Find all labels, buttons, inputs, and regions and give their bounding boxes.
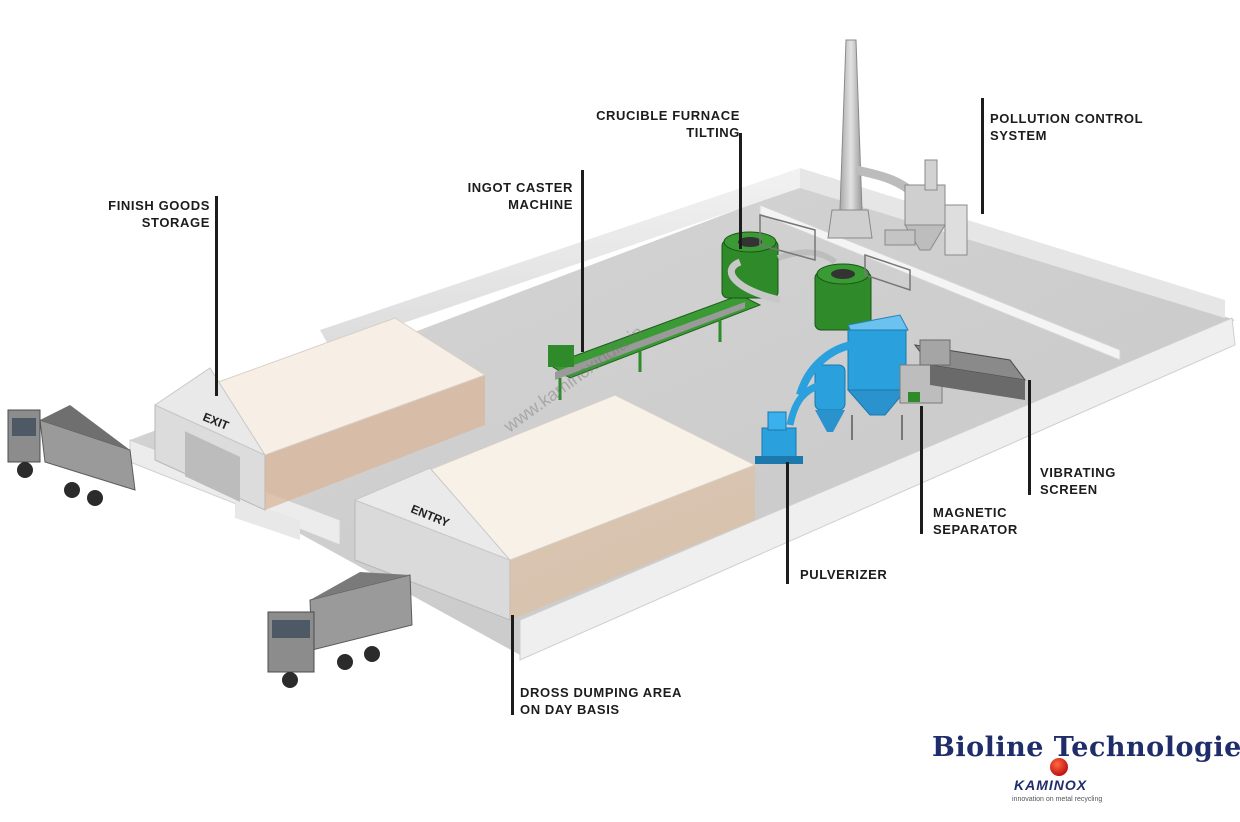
- label-finish-goods-storage: FINISH GOODS STORAGE: [90, 197, 210, 231]
- leader-magnetic: [920, 406, 923, 534]
- label-finish-line2: STORAGE: [141, 215, 210, 230]
- leader-vibrating: [1028, 380, 1031, 495]
- label-crucible-line2: TILTING: [686, 125, 740, 140]
- label-crucible-furnace-tilting: CRUCIBLE FURNACE TILTING: [582, 107, 740, 141]
- label-pollution-control-system: POLLUTION CONTROL SYSTEM: [990, 110, 1143, 144]
- vibrating-screen: [913, 339, 1027, 400]
- label-pulverizer: PULVERIZER: [800, 566, 887, 583]
- label-pollution-line2: SYSTEM: [990, 128, 1048, 143]
- exit-shed: EXIT: [153, 317, 487, 511]
- leader-crucible: [739, 133, 742, 249]
- leader-pulverizer: [786, 462, 789, 584]
- kaminox-logo-text: KAMINOX: [1014, 777, 1088, 793]
- crucible-furnaces: [721, 214, 911, 331]
- label-ingot-caster-machine: INGOT CASTER MACHINE: [440, 179, 573, 213]
- label-magnetic-separator: MAGNETIC SEPARATOR: [933, 504, 1018, 538]
- label-vibrating-screen: VIBRATING SCREEN: [1040, 464, 1116, 498]
- label-ingot-line2: MACHINE: [508, 197, 573, 212]
- pollution-control-system: [827, 39, 968, 256]
- leader-finish: [215, 196, 218, 396]
- label-ingot-line1: INGOT CASTER: [467, 180, 573, 195]
- label-pollution-line1: POLLUTION CONTROL: [990, 111, 1144, 126]
- label-dross-dumping-area: DROSS DUMPING AREA ON DAY BASIS: [520, 684, 682, 718]
- label-pulverizer-line1: PULVERIZER: [800, 567, 888, 582]
- label-vibrating-line1: VIBRATING: [1040, 465, 1116, 480]
- truck-exit: [7, 405, 136, 506]
- leader-ingot: [581, 170, 584, 352]
- kaminox-logo-icon: [1050, 758, 1068, 776]
- label-crucible-line1: CRUCIBLE FURNACE: [596, 108, 740, 123]
- truck-entry: [267, 572, 413, 688]
- brand-tagline: innovation on metal recycling: [1012, 796, 1103, 803]
- entry-shed: ENTRY: [353, 394, 757, 621]
- label-dross-line2: ON DAY BASIS: [520, 702, 620, 717]
- ingot-caster-machine: [548, 294, 762, 400]
- label-magnetic-line1: MAGNETIC: [933, 505, 1008, 520]
- label-vibrating-line2: SCREEN: [1040, 482, 1098, 497]
- leader-dross: [511, 615, 514, 715]
- label-dross-line1: DROSS DUMPING AREA: [520, 685, 682, 700]
- pulverizer: [755, 381, 822, 464]
- label-magnetic-line2: SEPARATOR: [933, 522, 1018, 537]
- brand-name: Bioline Technologies: [932, 732, 1240, 763]
- bag-filter-unit: [796, 314, 909, 440]
- label-finish-line1: FINISH GOODS: [108, 198, 210, 213]
- leader-pollution: [981, 98, 984, 214]
